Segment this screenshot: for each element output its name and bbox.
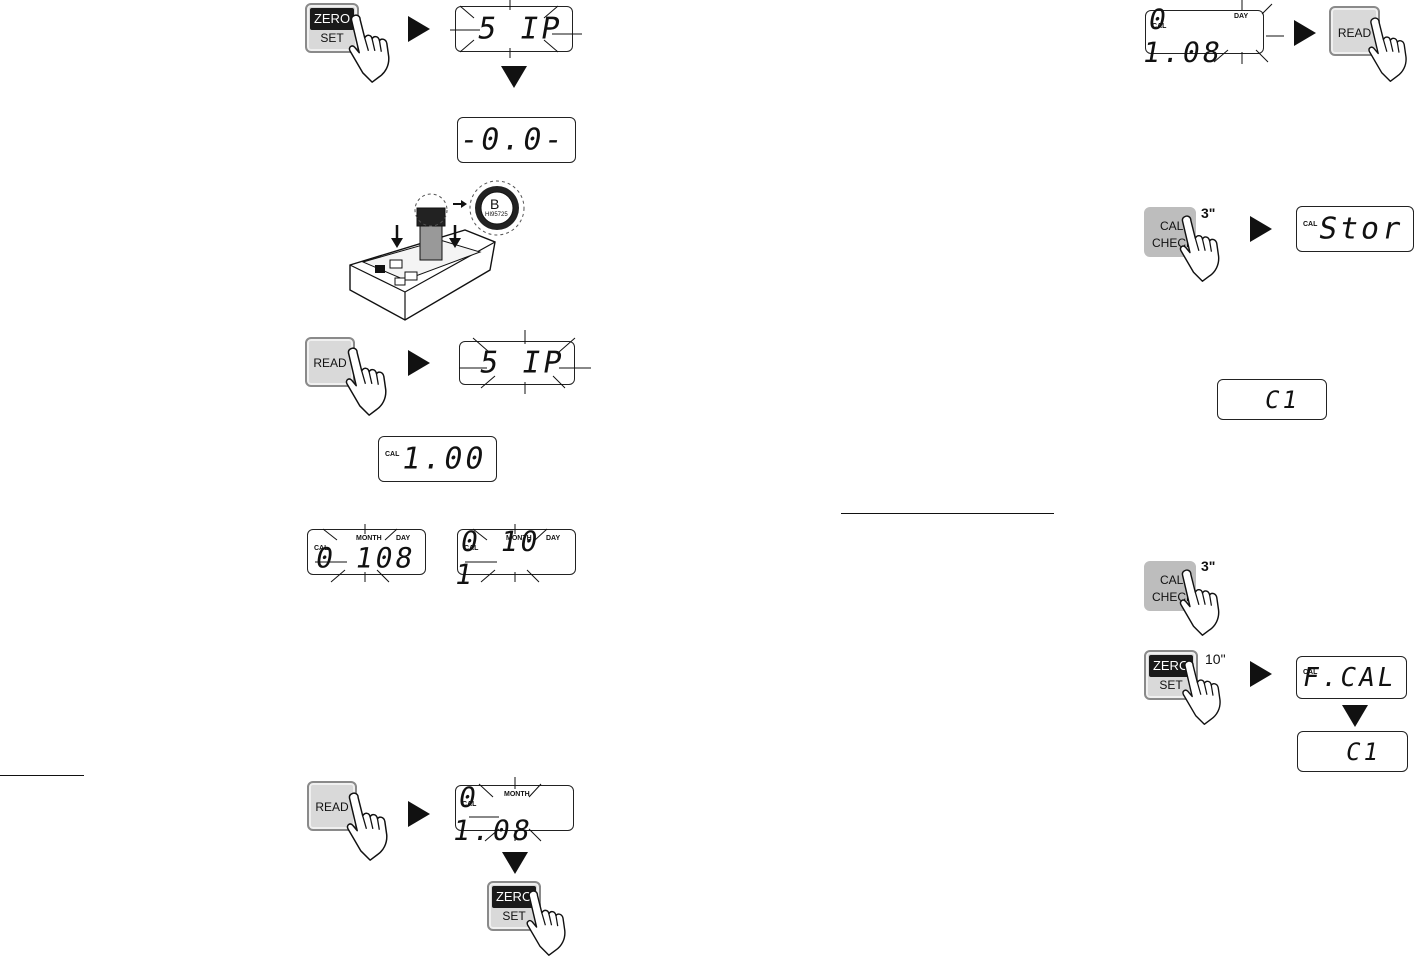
hold-time-label: 3"	[1201, 558, 1216, 574]
pointing-hand-icon	[1182, 660, 1221, 725]
cal-indicator: CAL	[1152, 23, 1167, 30]
cal-indicator: CAL	[1303, 221, 1318, 228]
hold-time-label: 3"	[1201, 205, 1216, 221]
cal-indicator: CAL	[385, 451, 400, 458]
lcd-digits: F.CAL	[1300, 662, 1399, 693]
lcd-digits: 5 IP	[476, 345, 568, 381]
arrow-right-icon	[1250, 216, 1272, 242]
month-indicator: MONTH	[506, 535, 532, 542]
day-indicator: DAY	[1234, 13, 1249, 20]
month-indicator: MONTH	[356, 535, 382, 542]
arrow-right-icon	[408, 350, 430, 376]
cal-indicator: CAL	[464, 545, 479, 552]
set-label: SET	[502, 909, 526, 923]
lcd-digits: 0 108	[312, 541, 418, 575]
lcd-digits: Stor	[1315, 211, 1407, 247]
pointing-hand-icon	[526, 890, 566, 956]
lcd-digits: 0 10 1	[452, 525, 544, 591]
cal-indicator: CAL	[314, 545, 329, 552]
lcd-digits: 1.00	[398, 441, 490, 477]
lcd-display-c1: C1	[1217, 379, 1327, 420]
read-label: READ	[1337, 26, 1372, 40]
pointing-hand-icon	[1179, 569, 1220, 636]
read-label: READ	[315, 800, 349, 814]
lcd-display-date-a: CAL MONTH DAY 0 108	[307, 529, 426, 575]
lcd-display-stor: CAL Stor	[1296, 206, 1414, 252]
read-label: READ	[313, 356, 347, 370]
lcd-display-dash-zero: -0.0-	[457, 117, 576, 163]
cuvette-label: B	[490, 196, 500, 212]
read-key[interactable]: READ	[305, 337, 355, 387]
lcd-display-cal-value: CAL 1.00	[378, 436, 497, 482]
zero-set-key[interactable]: ZERO SET	[305, 3, 359, 53]
lcd-display-date-b: CAL MONTH DAY 0 10 1	[452, 525, 576, 591]
pointing-hand-icon	[1368, 17, 1407, 82]
cal-check-label-line1: CAL	[1160, 219, 1184, 233]
cal-check-key-2[interactable]: CAL CHECK	[1144, 561, 1196, 611]
arrow-down-icon	[501, 66, 527, 88]
lcd-display-sip-2: 5 IP	[459, 341, 575, 385]
month-indicator: MONTH	[504, 791, 530, 798]
pointing-hand-icon	[346, 792, 388, 861]
lcd-display-c1-bottom: C1	[1297, 731, 1408, 772]
arrow-right-icon	[1294, 20, 1316, 46]
zero-label: ZERO	[310, 8, 354, 30]
lcd-digits: 5 IP	[474, 11, 566, 47]
pointing-hand-icon	[348, 14, 390, 83]
hold-time-label: 10"	[1205, 651, 1226, 667]
arrow-right-icon	[408, 16, 430, 42]
cal-check-label-line1: CAL	[1160, 573, 1184, 587]
cuvette-code: HI95725	[485, 212, 508, 218]
arrow-right-icon	[1250, 661, 1272, 687]
zero-label: ZERO	[1149, 655, 1193, 677]
lcd-display-month-date: CAL MONTH 0 1.08	[450, 781, 574, 847]
lcd-digits: C1	[1262, 385, 1303, 414]
set-label: SET	[320, 31, 344, 45]
lcd-digits: 0 1.08	[450, 781, 536, 847]
arrow-down-icon	[1342, 705, 1368, 727]
cal-indicator: CAL	[462, 801, 477, 808]
lcd-digits: C1	[1343, 737, 1384, 766]
day-indicator: DAY	[396, 535, 411, 542]
set-label: SET	[1159, 678, 1183, 692]
pointing-hand-icon	[345, 347, 387, 416]
zero-label: ZERO	[492, 886, 536, 908]
lcd-display-sip: 5 IP	[455, 6, 573, 52]
pointing-hand-icon	[1179, 215, 1220, 282]
lcd-display-fcal: CAL F.CAL	[1296, 656, 1407, 699]
lcd-digits: 0 1.08	[1140, 3, 1226, 69]
arrow-right-icon	[408, 801, 430, 827]
arrow-down-icon	[502, 852, 528, 874]
section-underline	[841, 513, 1054, 514]
lcd-display-day-date: CAL DAY 0 1.08	[1140, 3, 1264, 69]
meter-with-cuvette-illustration	[349, 180, 525, 321]
section-underline	[0, 775, 84, 776]
cal-indicator: CAL	[1303, 669, 1318, 676]
day-indicator: DAY	[546, 535, 561, 542]
lcd-digits: -0.0-	[456, 122, 569, 158]
